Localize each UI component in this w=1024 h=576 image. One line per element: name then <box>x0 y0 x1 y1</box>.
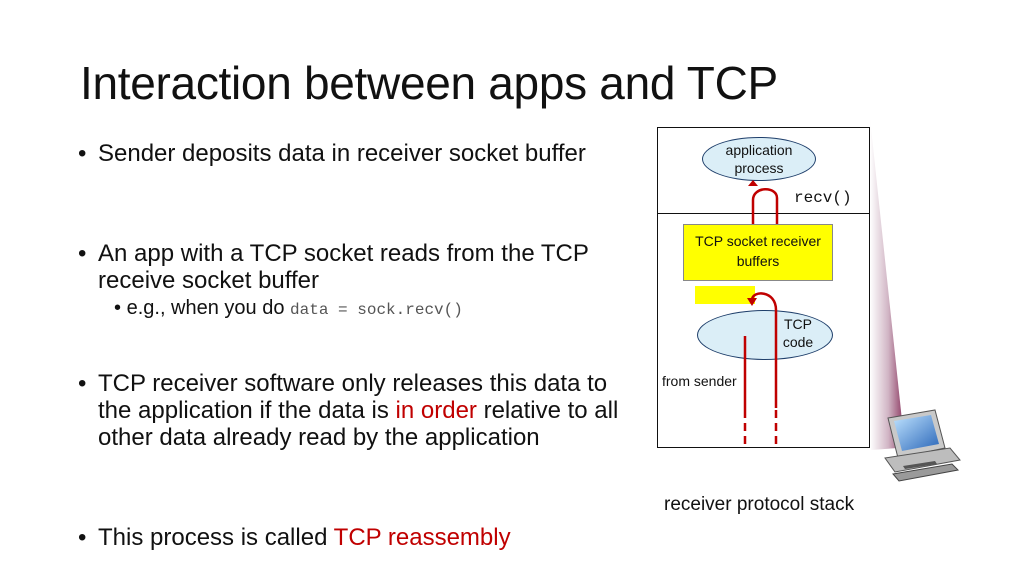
tcp-socket-buffer: TCP socket receiver buffers <box>683 224 833 281</box>
computer-icon <box>884 409 961 482</box>
bullet-text: This process is called TCP reassembly <box>98 524 618 551</box>
app-read-arrow <box>751 188 779 224</box>
bullet-in-order: • TCP receiver software only releases th… <box>78 370 638 451</box>
highlight-in-order: in order <box>395 397 477 424</box>
bullet-text: An app with a TCP socket reads from the … <box>98 240 589 294</box>
recv-call-label: recv() <box>794 189 852 207</box>
tcp-to-buffer-arrow <box>750 292 778 408</box>
layer-divider <box>657 213 870 214</box>
from-sender-label: from sender <box>662 373 737 389</box>
tcp-to-buffer-arrowhead <box>747 298 757 306</box>
bullet-dot: • <box>78 370 87 397</box>
protocol-stack-box <box>657 127 870 448</box>
buffered-data-block <box>695 286 755 304</box>
bullet-dot: • <box>78 240 87 267</box>
bullet-dot: • <box>114 297 122 319</box>
bullet-text-before: TCP receiver software only releases this… <box>98 370 608 424</box>
slide-title: Interaction between apps and TCP <box>80 57 778 109</box>
funnel-shape <box>870 118 903 450</box>
bullet-text-after: relative to all other data already read … <box>98 397 619 451</box>
sub-bullet-example: • e.g., when you do data = sock.recv() <box>114 297 463 320</box>
bullet-dot: • <box>78 140 87 167</box>
bullet-dot: • <box>78 524 87 551</box>
bullet-text: Sender deposits data in receiver socket … <box>98 140 586 167</box>
tcp-code-ellipse <box>697 310 833 360</box>
bullet-text-before: This process is called <box>98 524 334 551</box>
sub-bullet-text: e.g., when you do <box>126 297 291 319</box>
tcp-code-label: TCP code <box>782 315 814 351</box>
application-process-ellipse: application process <box>702 137 816 181</box>
highlight-tcp-reassembly: TCP reassembly <box>333 524 511 551</box>
bullet-text: TCP receiver software only releases this… <box>98 370 638 451</box>
tcp-code-text: TCP code <box>782 316 814 350</box>
diagram-caption: receiver protocol stack <box>664 494 855 515</box>
sub-bullet-code: data = sock.recv() <box>290 301 463 319</box>
app-read-arrowhead <box>748 180 758 186</box>
bullet-app-reads: • An app with a TCP socket reads from th… <box>78 240 623 294</box>
bullet-sender-deposits: • Sender deposits data in receiver socke… <box>78 140 608 167</box>
bullet-reassembly: • This process is called TCP reassembly <box>78 524 618 551</box>
